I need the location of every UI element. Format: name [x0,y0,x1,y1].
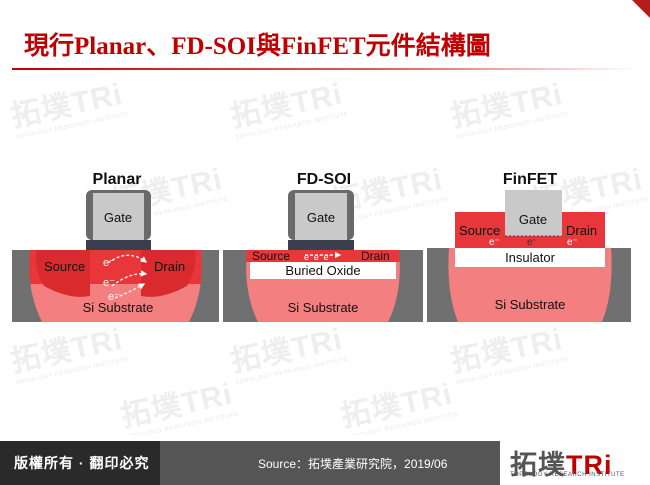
copyright-text: 版權所有 · 翻印必究 [14,455,150,471]
planar-gate-label: Gate [104,210,132,225]
planar-title: Planar [92,171,142,188]
title-underline [12,68,638,70]
footer-rights-bar: 版權所有 · 翻印必究 [0,441,160,485]
planar-drain-well [141,250,196,297]
fdsoi-electrons: e⁻e⁻e⁻ [304,252,334,262]
finfet-electron: e⁻ [489,237,500,248]
planar-electron: e⁻ [103,277,115,289]
footer: Source：拓墣產業研究院，2019/06 版權所有 · 翻印必究 拓墣TRi… [0,441,650,485]
title-bar: 現行Planar、FD-SOI與FinFET元件結構圖 [12,14,638,70]
finfet-right-side [602,248,631,322]
planar-gate-oxide [86,240,151,250]
finfet-insulator-label: Insulator [505,250,556,265]
fdsoi-gate-oxide [288,240,354,250]
fdsoi-diagram: Gate Source Drain e⁻e⁻e⁻ Buried Oxide Si… [223,190,423,322]
planar-electron: e⁻ [103,257,115,269]
fdsoi-title: FD-SOI [296,171,352,188]
finfet-source-label: Source [459,223,500,238]
fdsoi-substrate-label: Si Substrate [288,300,359,315]
planar-diagram: Gate Source Drain Si Substrate e⁻ e⁻ e⁻ [12,190,219,322]
finfet-gate-label: Gate [519,212,547,227]
finfet-insulator [455,248,605,267]
planar-source-label: Source [44,259,85,274]
fdsoi-drain-label: Drain [361,249,390,263]
finfet-title: FinFET [502,171,558,188]
planar-drain-label: Drain [154,259,185,274]
fdsoi-buried-oxide [250,262,396,279]
tri-logo: 拓墣TRi TOPOLOGY RESEARCH INSTITUTE [510,450,625,480]
footer-logo-area: 拓墣TRi TOPOLOGY RESEARCH INSTITUTE [500,441,650,485]
planar-gate [93,193,144,240]
fdsoi-thin-silicon [223,250,423,262]
source-note: Source：拓墣產業研究院，2019/06 [258,457,448,471]
planar-left-side [12,250,42,322]
planar-electron: e⁻ [108,291,120,303]
corner-accent [632,0,650,18]
footer-source-bar: Source：拓墣產業研究院，2019/06 [150,441,500,485]
planar-arrow-1 [107,254,148,264]
planar-arrow-2 [111,270,148,287]
fdsoi-source-label: Source [252,249,290,263]
finfet-gate [505,190,562,236]
slide-title: 現行Planar、FD-SOI與FinFET元件結構圖 [24,33,491,60]
fdsoi-oxide-label: Buried Oxide [285,263,360,278]
finfet-substrate-label: Si Substrate [495,297,566,312]
planar-substrate-label: Si Substrate [83,300,154,315]
planar-source-well [35,250,90,297]
fdsoi-left-side [223,250,258,322]
finfet-left-side [427,248,458,322]
planar-arrow-3 [114,283,146,299]
finfet-electron: e⁻ [527,237,538,248]
finfet-diagram: Gate Source Drain e⁻ e⁻ e⁻ Insulator Si … [427,190,631,322]
fdsoi-gate-label: Gate [307,210,335,225]
finfet-drain-label: Drain [566,223,597,238]
finfet-electron: e⁻ [567,237,578,248]
planar-right-side [189,250,219,322]
fdsoi-gate [295,193,347,240]
fdsoi-right-side [388,250,423,322]
